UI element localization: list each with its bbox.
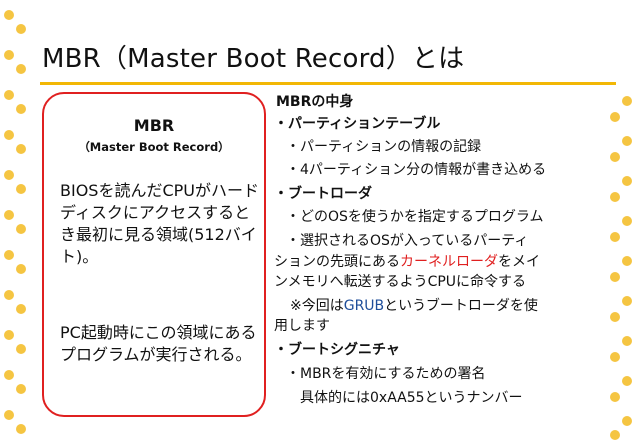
decor-dot — [622, 296, 632, 306]
decor-dot — [622, 96, 632, 106]
text-segment: をメイ — [498, 254, 540, 270]
list-item: 具体的には0xAA55というナンバー — [300, 390, 523, 406]
title-underline — [40, 82, 616, 85]
list-item: ・パーティションの情報の記録 — [286, 139, 482, 155]
section-heading-partition-table: ・パーティションテーブル — [274, 116, 441, 132]
section-heading-boot-signature: ・ブートシグニチャ — [274, 342, 400, 358]
decor-dot — [610, 152, 620, 162]
decor-dot — [16, 224, 26, 234]
decor-dot — [610, 232, 620, 242]
mbr-definition-box: MBR （Master Boot Record） BIOSを読んだCPUがハード… — [42, 92, 266, 417]
decor-dot — [16, 424, 26, 434]
decor-dot — [4, 50, 14, 60]
box-paragraph-1: BIOSを読んだCPUがハードディスクにアクセスするとき最初に見る領域(512バ… — [60, 181, 259, 266]
highlight-kernel-loader: カーネルローダ — [400, 254, 498, 270]
decor-dot — [16, 24, 26, 34]
decor-dot — [4, 290, 14, 300]
decor-dot — [16, 344, 26, 354]
note-line: 用します — [274, 318, 330, 334]
decor-dot — [610, 312, 620, 322]
decor-dot — [4, 370, 14, 380]
list-item-line: ンメモリへ転送するようCPUに命令する — [274, 274, 527, 290]
decor-dot — [610, 392, 620, 402]
decor-dot — [622, 256, 632, 266]
decor-dot — [610, 352, 620, 362]
box-title: MBR — [133, 116, 175, 135]
decor-dot — [610, 192, 620, 202]
decor-dot — [4, 210, 14, 220]
decor-dot — [610, 430, 620, 440]
decor-dot — [16, 304, 26, 314]
text-segment: ※今回は — [290, 298, 344, 314]
decor-dot — [4, 250, 14, 260]
list-item: ・どのOSを使うかを指定するプログラム — [286, 209, 544, 225]
decor-dot — [4, 170, 14, 180]
box-paragraph-2: PC起動時にこの領域にあるプログラムが実行される。 — [60, 323, 257, 364]
section-heading-bootloader: ・ブートローダ — [274, 186, 372, 202]
list-item: ・MBRを有効にするための署名 — [286, 366, 486, 382]
list-item: ・4パーティション分の情報が書き込める — [286, 162, 547, 178]
box-subtitle: （Master Boot Record） — [78, 140, 230, 154]
slide-title: MBR（Master Boot Record）とは — [42, 44, 465, 74]
decor-dot — [622, 376, 632, 386]
decor-dot — [622, 136, 632, 146]
decor-dot — [16, 64, 26, 74]
decor-dot — [622, 176, 632, 186]
decor-dot — [4, 90, 14, 100]
decor-dot — [622, 216, 632, 226]
list-item-line: ションの先頭にあるカーネルローダをメイ — [274, 252, 540, 272]
highlight-grub: GRUB — [343, 298, 385, 314]
contents-heading: MBRの中身 — [276, 94, 354, 110]
decor-dot — [4, 330, 14, 340]
text-segment: ションの先頭にある — [274, 254, 400, 270]
decor-dot — [610, 112, 620, 122]
decor-dot — [16, 184, 26, 194]
decor-dot — [16, 144, 26, 154]
decor-dot — [4, 130, 14, 140]
text-segment: というブートローダを使 — [384, 298, 538, 314]
decor-dot — [4, 410, 14, 420]
note-line: ※今回はGRUBというブートローダを使 — [290, 296, 538, 316]
decor-dot — [16, 104, 26, 114]
decor-dot — [622, 336, 632, 346]
list-item-line: ・選択されるOSが入っているパーティ — [286, 233, 529, 249]
decor-dot — [16, 264, 26, 274]
decor-dot — [16, 384, 26, 394]
decor-dot — [4, 10, 14, 20]
decor-dot — [622, 416, 632, 426]
decor-dot — [610, 272, 620, 282]
